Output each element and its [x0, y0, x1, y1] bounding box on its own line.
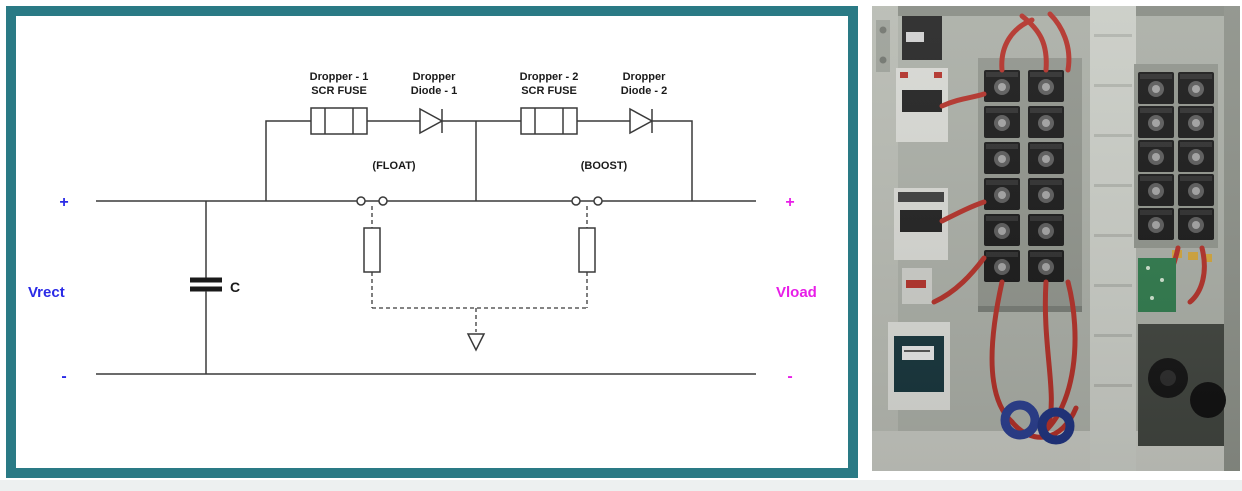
panel-photo: [872, 6, 1240, 471]
diode-2-symbol: [629, 107, 654, 135]
photo-sheen-overlay: [872, 6, 1240, 471]
left-minus-terminal: -: [61, 368, 66, 385]
boost-switch-contact: [571, 196, 603, 206]
float-mode-label: (FLOAT): [372, 160, 416, 172]
capacitor-symbol: [190, 201, 222, 374]
fuse-2-label-line1: Dropper - 2: [520, 71, 579, 83]
diode-1-label-line1: Dropper: [413, 71, 457, 83]
panel-photo-drawing: [872, 6, 1240, 471]
left-plus-terminal: +: [59, 194, 68, 211]
diode-2-label-line1: Dropper: [623, 71, 667, 83]
diode-2-label-line2: Diode - 2: [621, 85, 667, 97]
boost-mode-label: (BOOST): [581, 160, 628, 172]
diode-1-symbol: [419, 107, 444, 135]
dropper-branch-wiring: [265, 120, 693, 201]
ground-arrow-symbol: [466, 333, 486, 352]
capacitor-label: C: [230, 279, 240, 295]
fuse-1-label-line1: Dropper - 1: [310, 71, 369, 83]
scr-fuse-2-symbol: [520, 107, 578, 135]
right-plus-terminal: +: [785, 194, 794, 211]
float-switch-contact: [356, 196, 388, 206]
vload-label: Vload: [776, 284, 817, 301]
discharge-network: [363, 206, 596, 332]
right-minus-terminal: -: [787, 368, 792, 385]
fuse-1-label-line2: SCR FUSE: [311, 85, 367, 97]
vrect-label: Vrect: [28, 284, 65, 301]
fuse-2-label-line2: SCR FUSE: [521, 85, 577, 97]
page-bottom-strip: [0, 480, 1242, 491]
diode-1-label-line2: Diode - 1: [411, 85, 457, 97]
scr-fuse-1-symbol: [310, 107, 368, 135]
schematic-drawing: + - Vrect + - Vload C: [28, 71, 817, 385]
schematic-frame: + - Vrect + - Vload C: [6, 6, 858, 478]
